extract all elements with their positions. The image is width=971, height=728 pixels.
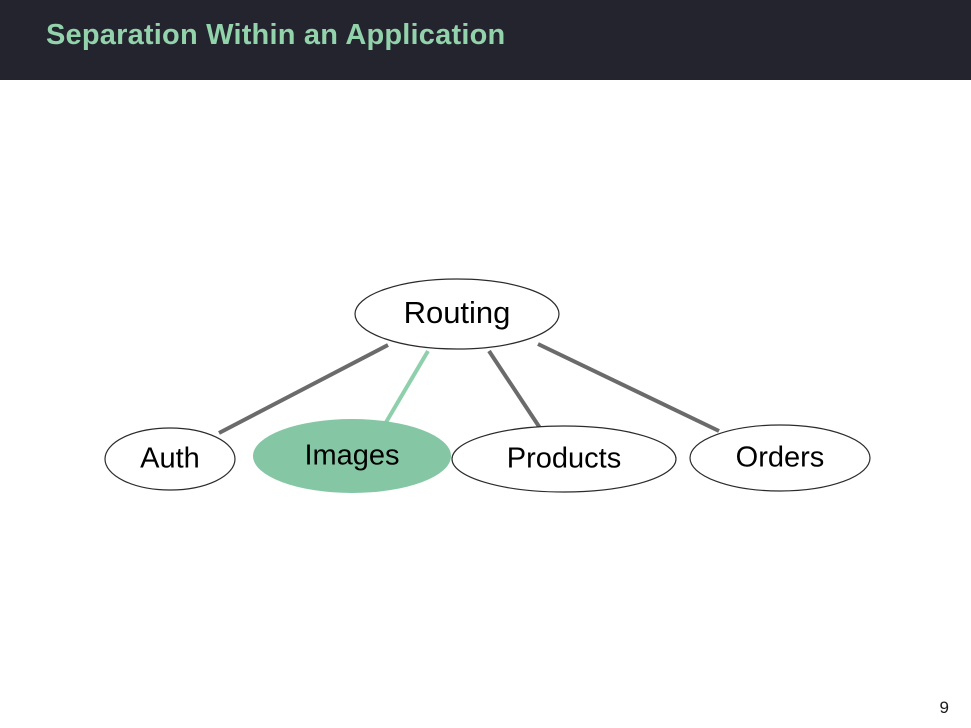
node-shape-routing [354,278,560,350]
node-label-routing: Routing [404,295,511,330]
edge-routing-auth [218,343,389,435]
node-label-images: Images [304,440,399,472]
edge-routing-orders [537,342,720,433]
node-label-orders: Orders [736,442,825,474]
node-routing[interactable]: Routing [354,278,560,350]
node-auth[interactable]: Auth [104,427,236,491]
page-number: 9 [939,698,949,717]
node-shape-products [451,425,677,493]
slide-header: Separation Within an Application [0,0,971,80]
edge-routing-products [487,349,542,430]
node-shape-images [253,419,451,493]
node-shape-auth [104,427,236,491]
node-orders[interactable]: Orders [689,424,871,492]
node-products[interactable]: Products [451,425,677,493]
node-shape-orders [689,424,871,492]
edge-layer [218,342,720,435]
node-images[interactable]: Images [253,419,451,493]
node-label-auth: Auth [140,443,200,475]
node-label-products: Products [507,443,621,475]
page-title: Separation Within an Application [46,19,506,51]
edge-routing-images [383,349,430,426]
